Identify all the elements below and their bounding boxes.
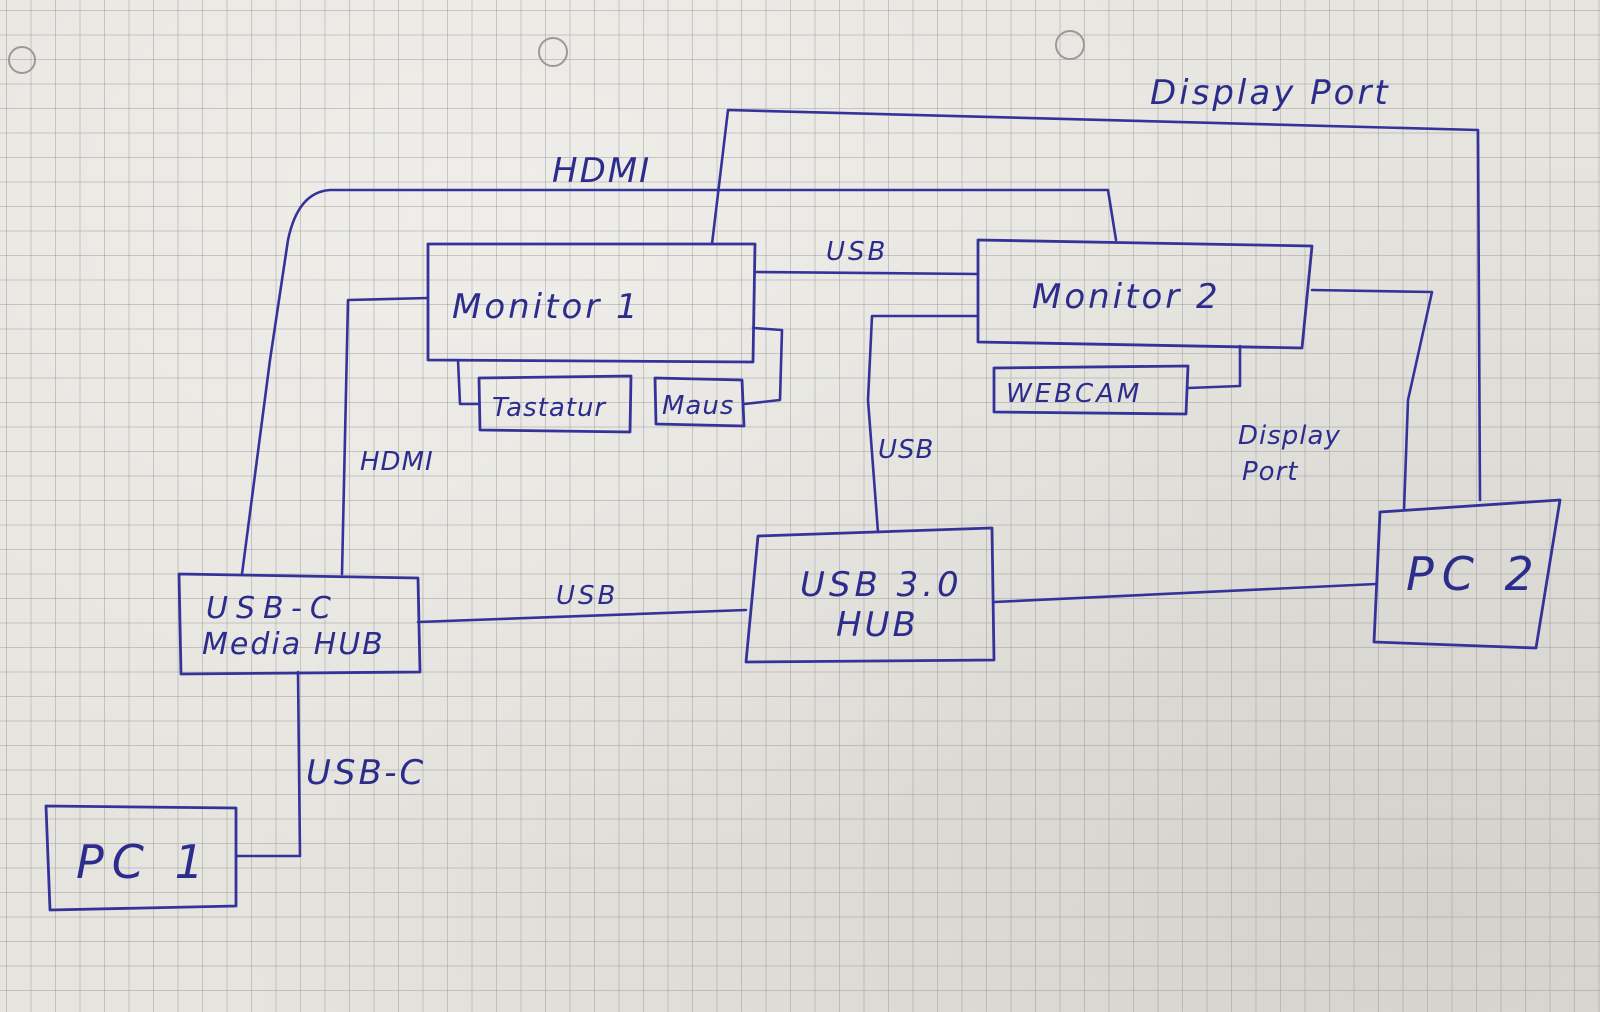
displayport-top-wire	[710, 108, 1482, 502]
displayport-right-wire	[1310, 288, 1434, 512]
pc-1-label: PC 1	[76, 835, 212, 889]
displayport-top-label: Display Port	[1150, 73, 1391, 113]
punch-hole	[538, 37, 568, 67]
usb-hubs-label: USB	[556, 581, 618, 611]
punch-hole	[8, 46, 36, 74]
keyboard-box	[477, 374, 633, 434]
usb-3-hub-label-line2: HUB	[836, 605, 919, 645]
mouse-label: Maus	[662, 391, 734, 421]
usb-monitors-wire	[753, 270, 980, 276]
hdmi-left-wire	[340, 296, 430, 576]
mouse-wire	[742, 326, 784, 406]
usb-vertical-wire	[866, 314, 980, 534]
usb-c-wire	[234, 670, 302, 858]
monitor-2-label: Monitor 2	[1032, 277, 1221, 317]
mouse-box	[653, 376, 746, 428]
hdmi-top-wire	[240, 188, 1118, 576]
monitor-1-label: Monitor 1	[452, 287, 641, 327]
usb-hubs-wire	[416, 608, 748, 624]
usb-monitors-label: USB	[826, 237, 888, 267]
pc-2-label: PC 2	[1406, 547, 1542, 601]
usb-c-hub-label-line1: USB-C	[206, 591, 339, 626]
usb-3-hub-box	[744, 526, 996, 664]
usb-3-hub-label-line1: USB 3.0	[800, 565, 963, 605]
webcam-label: WEBCAM	[1006, 379, 1142, 409]
usb-c-label: USB-C	[306, 753, 426, 793]
usb-c-media-hub-box	[177, 572, 422, 676]
pc-1-box	[44, 804, 238, 912]
displayport-right-label-line1: Display	[1238, 421, 1341, 451]
monitor-1-box	[426, 242, 757, 364]
hdmi-left-label: HDMI	[360, 447, 434, 477]
usb-vertical-label: USB	[878, 435, 934, 465]
punch-hole	[1055, 30, 1085, 60]
usb-c-hub-label-line2: Media HUB	[202, 627, 385, 662]
webcam-wire	[1186, 344, 1242, 390]
displayport-right-label-line2: Port	[1242, 457, 1298, 487]
usb3-pc2-wire	[992, 582, 1378, 604]
webcam-box	[992, 364, 1190, 416]
keyboard-wire	[456, 358, 481, 406]
hdmi-top-label: HDMI	[552, 151, 651, 191]
monitor-2-box	[976, 238, 1314, 350]
pc-2-box	[1372, 498, 1562, 650]
keyboard-label: Tastatur	[492, 393, 607, 423]
